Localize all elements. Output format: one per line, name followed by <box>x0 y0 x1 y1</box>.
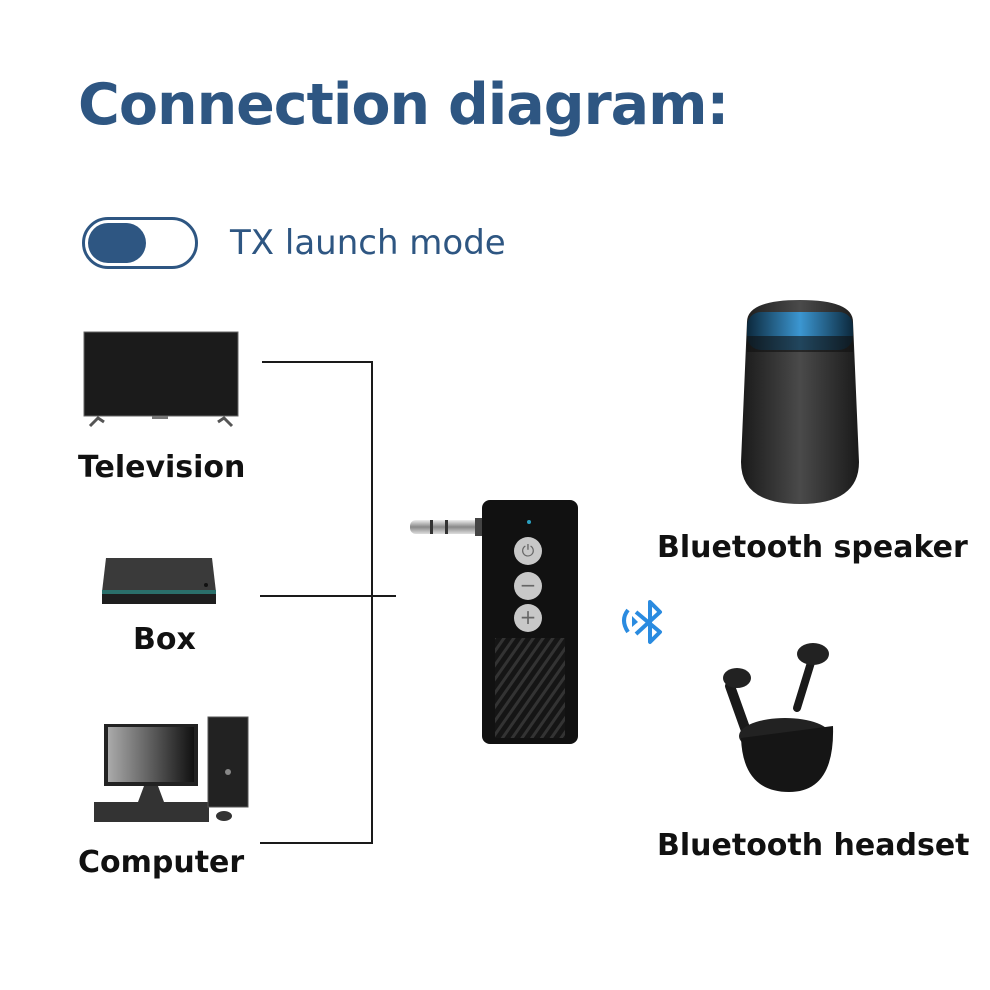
speaker-icon <box>741 300 859 504</box>
earbuds-icon <box>723 643 834 792</box>
label-television: Television <box>78 450 246 485</box>
connector-line-vertical <box>371 361 373 843</box>
label-headset: Bluetooth headset <box>657 828 970 863</box>
mode-toggle[interactable] <box>82 217 198 269</box>
mode-label: TX launch mode <box>230 223 506 263</box>
volume-up-button[interactable]: + <box>514 604 542 632</box>
power-button[interactable]: ⏻ <box>514 537 542 565</box>
television-icon <box>83 331 239 428</box>
page-title: Connection diagram: <box>78 72 729 138</box>
toggle-knob <box>88 223 146 263</box>
desktop-computer-icon <box>94 716 249 822</box>
connector-line-box <box>260 595 396 597</box>
set-top-box-icon <box>102 558 216 604</box>
connector-line-computer <box>260 842 373 844</box>
connector-line-tv <box>262 361 372 363</box>
label-speaker: Bluetooth speaker <box>657 530 968 565</box>
label-computer: Computer <box>78 845 245 880</box>
bluetooth-icon <box>622 600 662 644</box>
volume-down-button[interactable]: − <box>514 572 542 600</box>
bluetooth-transmitter-icon <box>410 500 578 744</box>
label-box: Box <box>133 622 196 657</box>
